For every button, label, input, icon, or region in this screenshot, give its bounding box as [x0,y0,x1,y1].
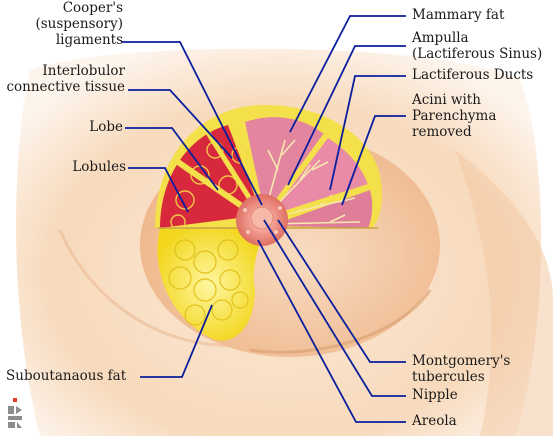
label-montgomery-tubercules: Montgomery's tubercules [412,353,511,385]
leader-interlobular [128,89,233,159]
label-areola: Areola [412,413,457,429]
leader-areola [257,239,406,423]
leader-montgomery [277,219,406,363]
leader-ampulla [287,45,406,186]
subcutaneous-fat-region [157,228,262,341]
leader-acini [341,115,406,206]
leader-lobe [125,127,219,191]
publisher-logo-icon [8,398,22,428]
leader-lines [122,15,406,423]
label-nipple: Nipple [412,387,458,403]
leader-mammary-fat [289,15,406,133]
label-mammary-fat: Mammary fat [412,7,505,23]
label-lobe: Lobe [89,119,123,135]
areola-nipple [236,194,288,246]
leader-ducts [329,75,406,191]
label-interlobular-tissue: Interlobulor connective tissue [6,63,125,95]
label-acini: Acini with Parenchyma removed [412,92,497,140]
label-coopers-ligaments: Cooper's (suspensory) ligaments [35,0,123,48]
label-lactiferous-ducts: Lactiferous Ducts [412,67,534,83]
leader-lobules [128,167,189,213]
label-lobules: Lobules [72,159,126,175]
label-subcutaneous-fat: Suboutanaous fat [6,368,127,384]
leader-nipple [263,219,406,397]
label-ampulla: Ampulla (Lactiferous Sinus) [412,30,543,62]
leader-subcutaneous [140,304,213,378]
leader-coopers [122,41,263,206]
